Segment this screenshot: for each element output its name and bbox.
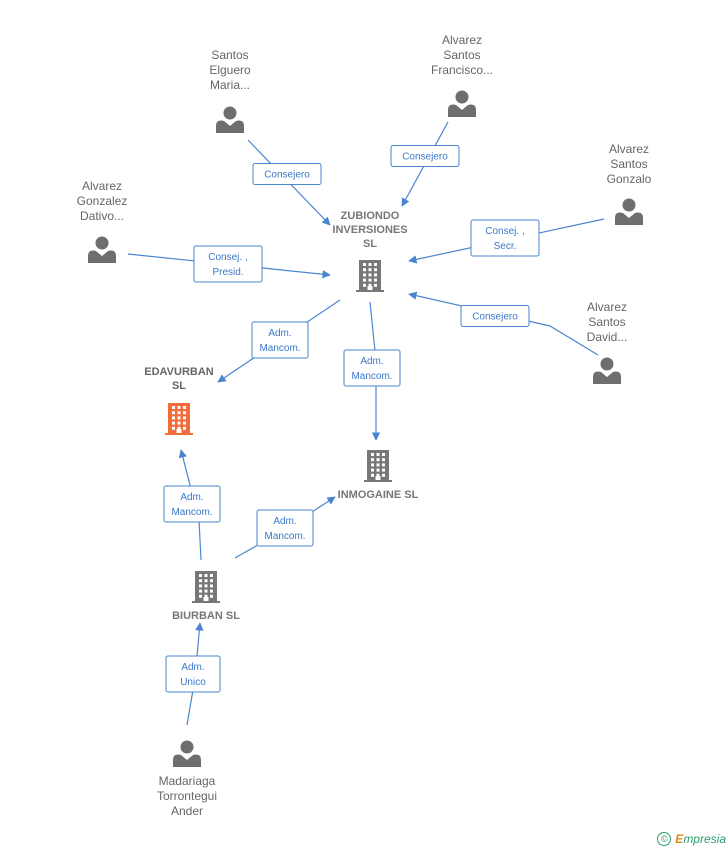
person-name-line[interactable]: Santos	[610, 157, 647, 171]
person-name-line[interactable]: Maria...	[210, 78, 250, 92]
edge-alvarez_david-to-zubiondo: Consejero	[408, 291, 599, 356]
edge-label-box[interactable]	[390, 145, 460, 167]
company-name-line[interactable]: SL	[363, 238, 377, 250]
person-icon[interactable]	[88, 236, 116, 264]
company-name-line[interactable]: INMOGAINE SL	[338, 489, 419, 501]
person-name-line[interactable]: Madariaga	[159, 774, 216, 788]
person-name-line[interactable]: Alvarez	[609, 142, 649, 156]
person-name-line[interactable]: Francisco...	[431, 63, 493, 77]
company-name-line[interactable]: BIURBAN SL	[172, 610, 240, 622]
person-node-alvarez_francisco[interactable]: AlvarezSantosFrancisco...	[431, 33, 493, 117]
edge-biurban-to-inmogaine: Adm. Mancom.	[234, 496, 336, 559]
person-icon[interactable]	[173, 740, 201, 768]
edge-label-text: Unico	[180, 677, 206, 688]
brand-logo: Empresia	[675, 832, 726, 846]
person-name-line[interactable]: Elguero	[209, 63, 251, 77]
person-node-alvarez_david[interactable]: AlvarezSantosDavid...	[587, 300, 628, 384]
edge-label-box[interactable]	[193, 245, 263, 283]
edge-label-text: Mancom.	[171, 507, 212, 518]
person-name-line[interactable]: Santos	[443, 48, 480, 62]
footer-brand[interactable]: © Empresia	[657, 832, 726, 846]
person-name-line[interactable]: Santos	[588, 315, 625, 329]
company-name-line[interactable]: ZUBIONDO	[341, 210, 400, 222]
building-icon[interactable]	[364, 450, 392, 482]
edge-zubiondo-to-inmogaine: Adm. Mancom.	[343, 301, 401, 441]
edge-madariaga-to-biurban: Adm. Unico	[165, 622, 221, 726]
edge-alvarez_francisco-to-zubiondo: Consejero	[390, 121, 460, 207]
person-icon[interactable]	[615, 198, 643, 226]
building-icon[interactable]	[356, 260, 384, 292]
person-name-line[interactable]: Dativo...	[80, 209, 124, 223]
company-name-line[interactable]: INVERSIONES	[332, 224, 407, 236]
edge-label-box[interactable]	[252, 163, 322, 185]
person-icon[interactable]	[448, 90, 476, 118]
edge-label-text: Adm.	[268, 328, 291, 339]
edge-label-text: Adm.	[181, 662, 204, 673]
edge-label-text: Mancom.	[259, 343, 300, 354]
edge-zubiondo-to-edavurban: Adm. Mancom.	[217, 299, 341, 383]
edge-alvarez_dativo-to-zubiondo: Consej. , Presid.	[127, 245, 331, 283]
edge-biurban-to-edavurban: Adm. Mancom.	[163, 449, 221, 561]
person-node-santos_elguero[interactable]: SantosElgueroMaria...	[209, 48, 251, 133]
edge-label-text: Consejero	[264, 170, 310, 181]
person-name-line[interactable]: Alvarez	[587, 300, 627, 314]
person-node-alvarez_dativo[interactable]: AlvarezGonzalezDativo...	[77, 179, 128, 263]
edge-label-box[interactable]	[251, 321, 309, 359]
person-name-line[interactable]: Alvarez	[442, 33, 482, 47]
company-name-line[interactable]: EDAVURBAN	[144, 366, 214, 378]
person-name-line[interactable]: Gonzalo	[607, 172, 652, 186]
person-name-line[interactable]: Ander	[171, 804, 203, 818]
person-icon[interactable]	[216, 106, 244, 134]
person-name-line[interactable]: David...	[587, 330, 628, 344]
edge-label-text: Consejero	[402, 152, 448, 163]
edge-label-text: Secr.	[494, 241, 517, 252]
edge-label-box[interactable]	[256, 509, 314, 547]
building-icon[interactable]	[165, 403, 193, 435]
edge-label-text: Consej. ,	[485, 226, 524, 237]
edge-label-text: Consejero	[472, 312, 518, 323]
edge-label-box[interactable]	[343, 349, 401, 387]
edge-arrow	[408, 291, 599, 356]
company-node-biurban[interactable]: BIURBAN SL	[172, 571, 240, 622]
company-name-line[interactable]: SL	[172, 380, 186, 392]
person-icon[interactable]	[593, 357, 621, 385]
edge-santos_elguero-to-zubiondo: Consejero	[247, 139, 331, 226]
edge-label-text: Adm.	[360, 356, 383, 367]
person-name-line[interactable]: Torrontegui	[157, 789, 217, 803]
edge-alvarez_gonzalo-to-zubiondo: Consej. , Secr.	[408, 218, 605, 264]
person-name-line[interactable]: Santos	[211, 48, 248, 62]
edge-label-text: Mancom.	[264, 531, 305, 542]
company-node-edavurban[interactable]: EDAVURBAN SL	[144, 366, 214, 435]
person-name-line[interactable]: Alvarez	[82, 179, 122, 193]
edge-label-box[interactable]	[460, 305, 530, 327]
edge-label-text: Presid.	[212, 267, 243, 278]
person-name-line[interactable]: Gonzalez	[77, 194, 128, 208]
edge-label-text: Consej. ,	[208, 252, 247, 263]
edge-label-box[interactable]	[470, 219, 540, 257]
edge-label-text: Adm.	[180, 492, 203, 503]
edge-label-text: Mancom.	[351, 371, 392, 382]
company-node-zubiondo[interactable]: ZUBIONDO INVERSIONES SL	[332, 210, 408, 292]
edge-label-text: Adm.	[273, 516, 296, 527]
edge-label-box[interactable]	[165, 655, 221, 693]
edge-label-box[interactable]	[163, 485, 221, 523]
building-icon[interactable]	[192, 571, 220, 603]
copyright-icon: ©	[657, 832, 672, 846]
company-node-inmogaine[interactable]: INMOGAINE SL	[338, 450, 419, 501]
